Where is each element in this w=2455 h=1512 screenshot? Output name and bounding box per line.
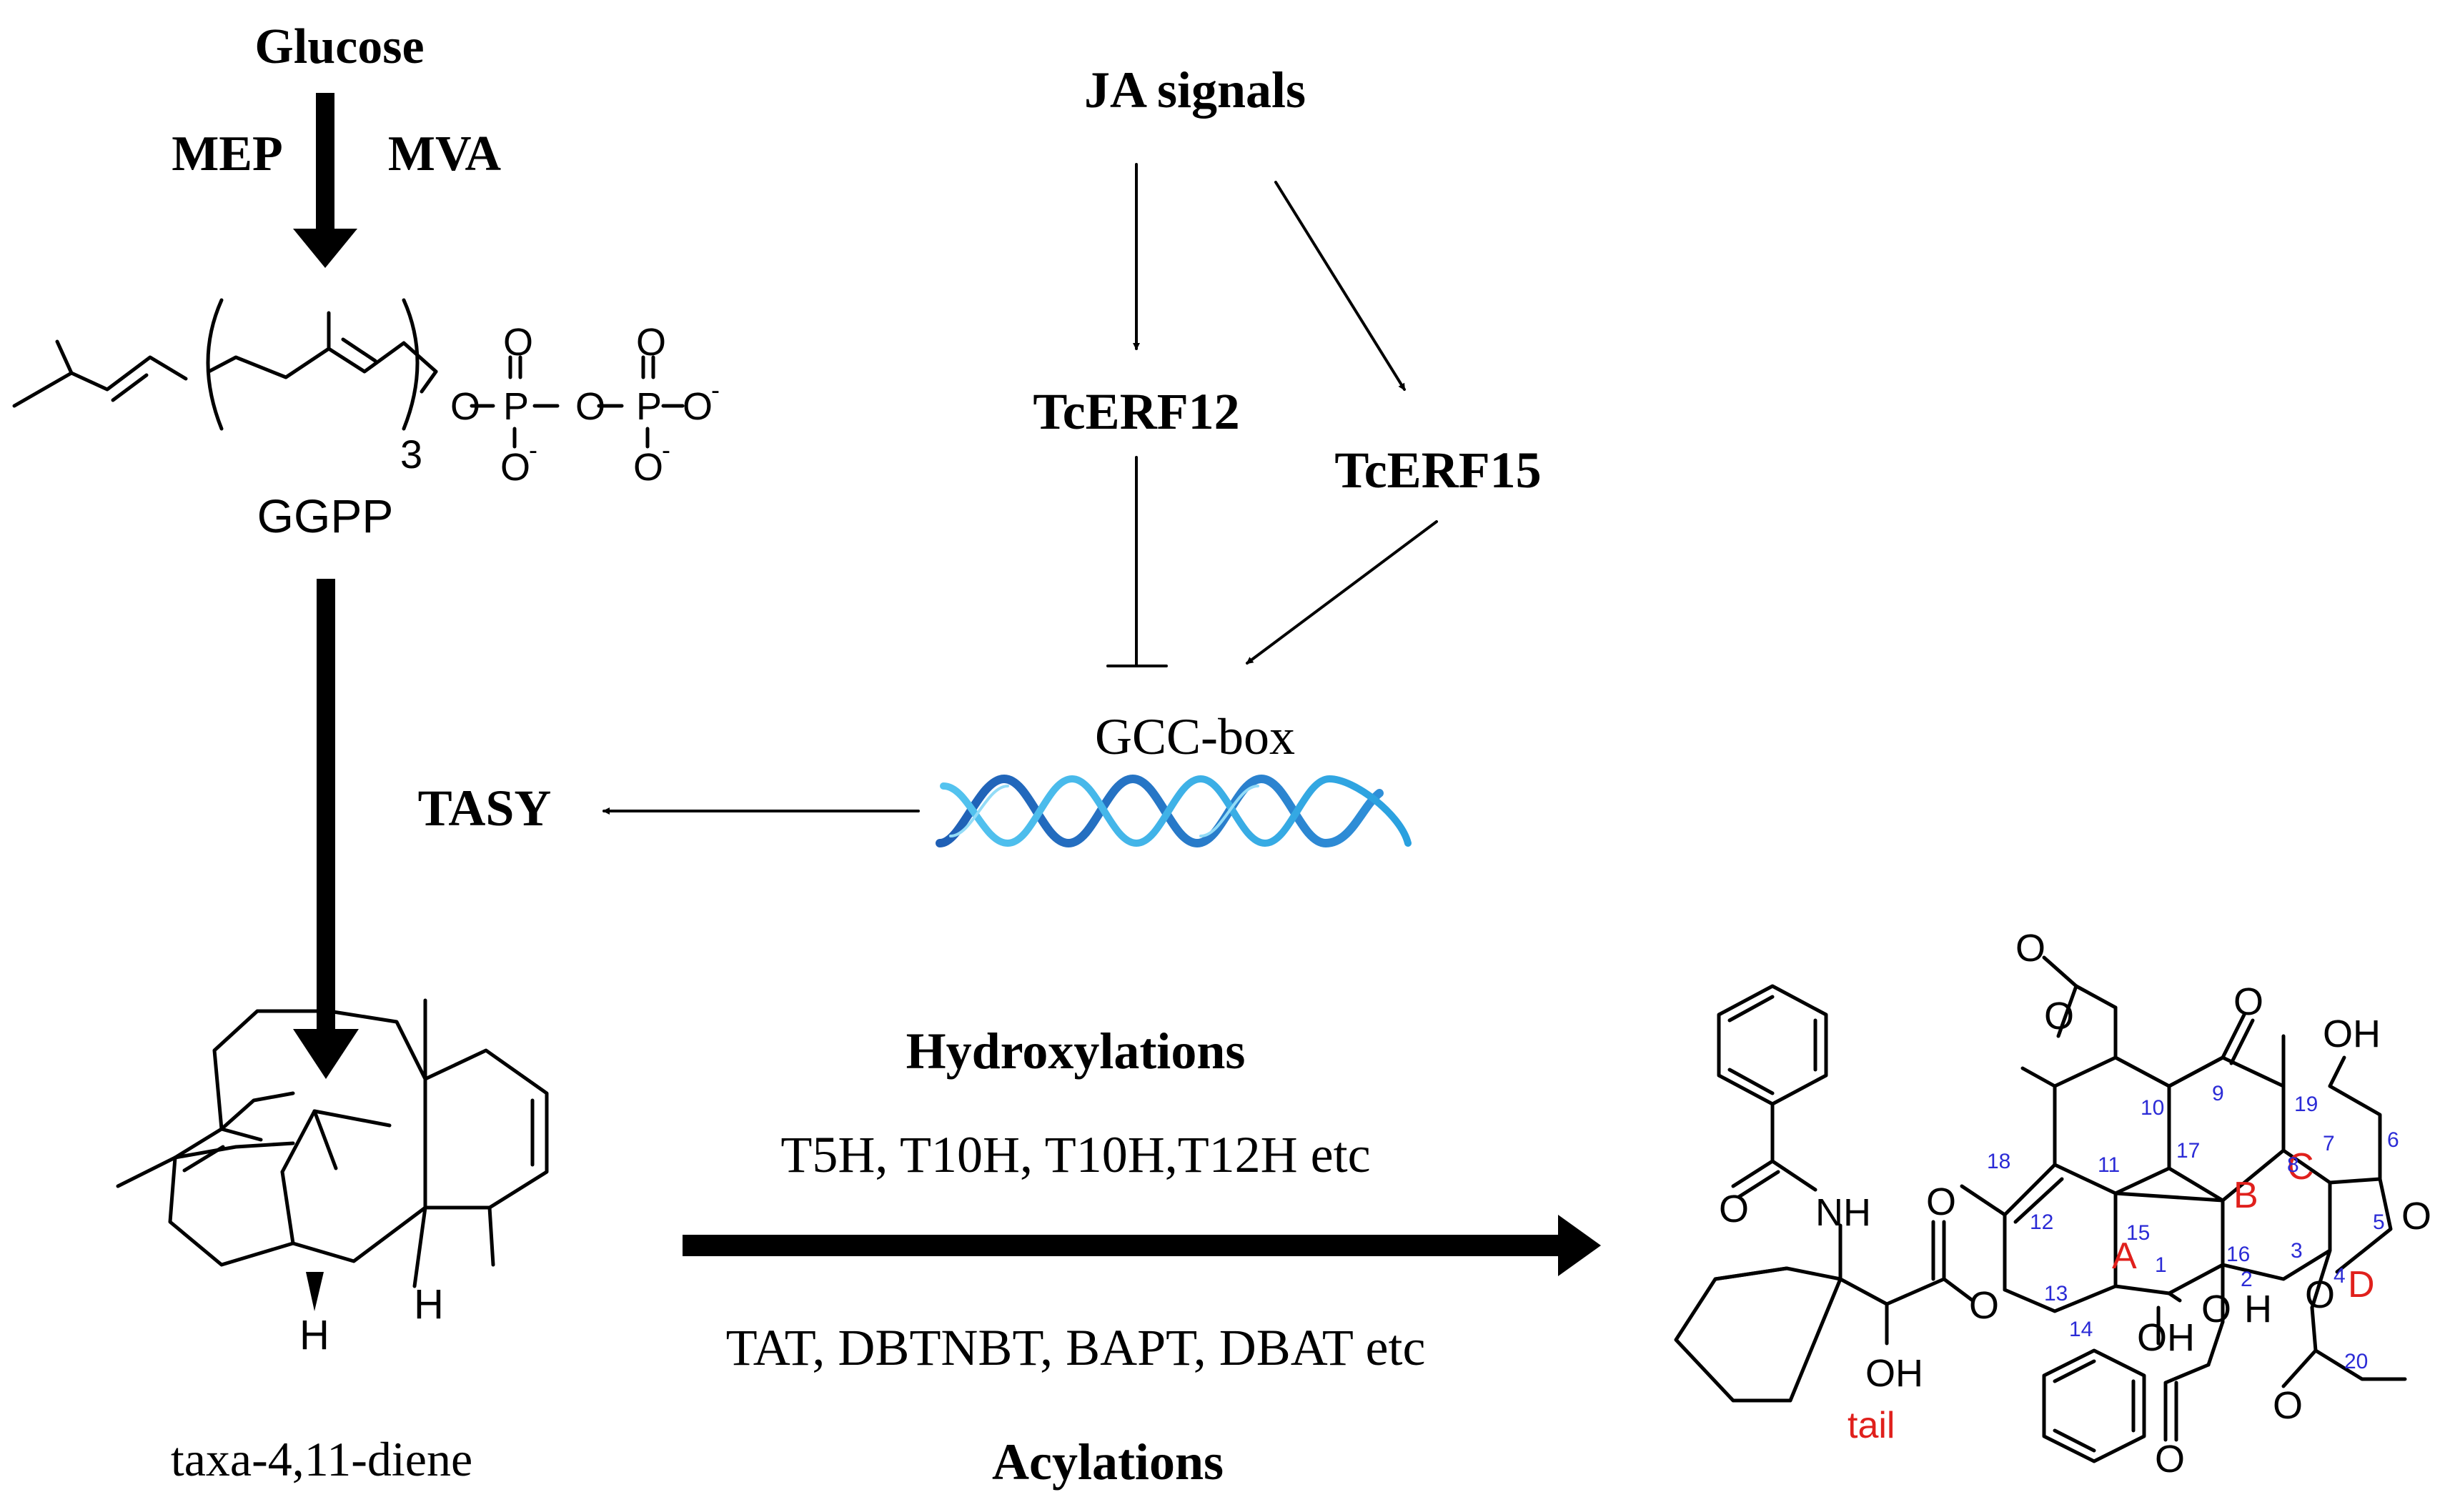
taxol-h-3: H (2244, 1288, 2272, 1331)
taxol-o-acetyl: O (2015, 927, 2045, 970)
taxol-oh-1: OH (2137, 1316, 2195, 1359)
atom-number-15: 15 (2126, 1221, 2150, 1245)
atom-number-18: 18 (1987, 1150, 2010, 1173)
atom-number-7: 7 (2323, 1132, 2335, 1155)
taxol-tail-label: tail (1848, 1405, 1895, 1446)
dna-helix-icon (936, 774, 1412, 848)
ggpp-o1: O (450, 385, 480, 428)
atom-number-17: 17 (2176, 1139, 2200, 1163)
mep-label: MEP (172, 126, 283, 181)
atom-number-4: 4 (2334, 1264, 2346, 1288)
taxol-o-acetate: O (2273, 1384, 2303, 1427)
atom-number-6: 6 (2387, 1128, 2399, 1152)
ggpp-o3: O (683, 385, 713, 428)
atom-number-9: 9 (2212, 1082, 2224, 1105)
taxol-o-amide: O (1719, 1188, 1749, 1230)
gcc-box-label: GCC-box (1095, 708, 1295, 765)
atom-number-12: 12 (2030, 1210, 2053, 1234)
taxol-o-4: O (2305, 1273, 2335, 1316)
taxadiene-to-taxol-arrow (683, 1215, 1601, 1276)
taxadiene-h1: H (299, 1312, 329, 1358)
ggpp-subscript: 3 (400, 432, 422, 477)
atom-number-11: 11 (2098, 1153, 2120, 1177)
ggpp-o-top1: O (503, 321, 533, 364)
erf12-inhibits-gcc (1106, 456, 1168, 667)
acyltransferases-label: TAT, DBTNBT, BAPT, DBAT etc (726, 1319, 1426, 1376)
tasy-label: TASY (418, 780, 552, 837)
ja-to-erf15-arrow (1274, 181, 1406, 391)
ggpp-o-bottom1-minus: - (529, 435, 537, 464)
taxol-o-oxetane: O (2401, 1195, 2431, 1238)
ring-c-label: C (2287, 1146, 2314, 1188)
acylations-label: Acylations (992, 1433, 1224, 1491)
atom-number-8: 8 (2287, 1153, 2299, 1177)
ggpp-o-bottom2: O (633, 446, 663, 489)
ggpp-o-top2: O (636, 321, 666, 364)
mva-label: MVA (388, 126, 502, 181)
taxol-o-10: O (2044, 995, 2074, 1038)
hydroxylases-label: T5H, T10H, T10H,T12H etc (780, 1126, 1370, 1183)
atom-number-16: 16 (2226, 1243, 2250, 1266)
taxol-oh-tail: OH (1865, 1352, 1923, 1395)
taxol-o-2: O (2201, 1288, 2231, 1331)
ja-signals-label: JA signals (1084, 61, 1306, 119)
atom-number-10: 10 (2141, 1096, 2164, 1120)
atom-number-1: 1 (2155, 1253, 2167, 1277)
taxol-o-13: O (1969, 1284, 1999, 1327)
taxadiene-h2: H (414, 1281, 444, 1328)
ggpp-o-bottom1: O (500, 446, 530, 489)
tcerf12-label: TcERF12 (1033, 383, 1239, 440)
atom-number-19: 19 (2294, 1093, 2318, 1116)
atom-number-13: 13 (2044, 1282, 2068, 1305)
taxadiene-label: taxa-4,11-diene (171, 1432, 472, 1486)
hydroxylations-label: Hydroxylations (906, 1023, 1246, 1080)
ggpp-p1: P (503, 385, 529, 428)
glucose-to-ggpp-arrow (293, 93, 357, 268)
glucose-label: Glucose (254, 19, 424, 74)
taxol-o-ester: O (1926, 1180, 1956, 1223)
ggpp-o-bottom2-minus: - (662, 435, 670, 464)
taxol-structure (1674, 955, 2407, 1463)
ggpp-structure (12, 298, 685, 449)
ggpp-label: GGPP (257, 489, 394, 542)
taxol-oh-7: OH (2323, 1013, 2381, 1055)
taxol-o-9: O (2233, 980, 2263, 1023)
atom-number-3: 3 (2291, 1239, 2303, 1263)
taxadiene-structure (116, 998, 549, 1311)
ggpp-o2: O (575, 385, 605, 428)
ring-d-label: D (2348, 1264, 2375, 1305)
atom-number-20: 20 (2344, 1350, 2368, 1373)
ring-a-label: A (2112, 1235, 2137, 1277)
erf15-to-gcc-arrow (1246, 520, 1438, 665)
atom-number-2: 2 (2241, 1268, 2253, 1291)
tcerf15-label: TcERF15 (1334, 442, 1541, 499)
ggpp-o3-minus: - (711, 375, 720, 404)
atom-number-14: 14 (2069, 1318, 2093, 1341)
ring-b-label: B (2233, 1175, 2258, 1216)
atom-number-5: 5 (2373, 1210, 2385, 1234)
ggpp-p2: P (636, 385, 662, 428)
taxol-o-benzoate: O (2155, 1438, 2185, 1481)
taxol-nh: NH (1815, 1191, 1871, 1234)
ggpp-to-taxadiene-arrow (293, 579, 359, 1079)
